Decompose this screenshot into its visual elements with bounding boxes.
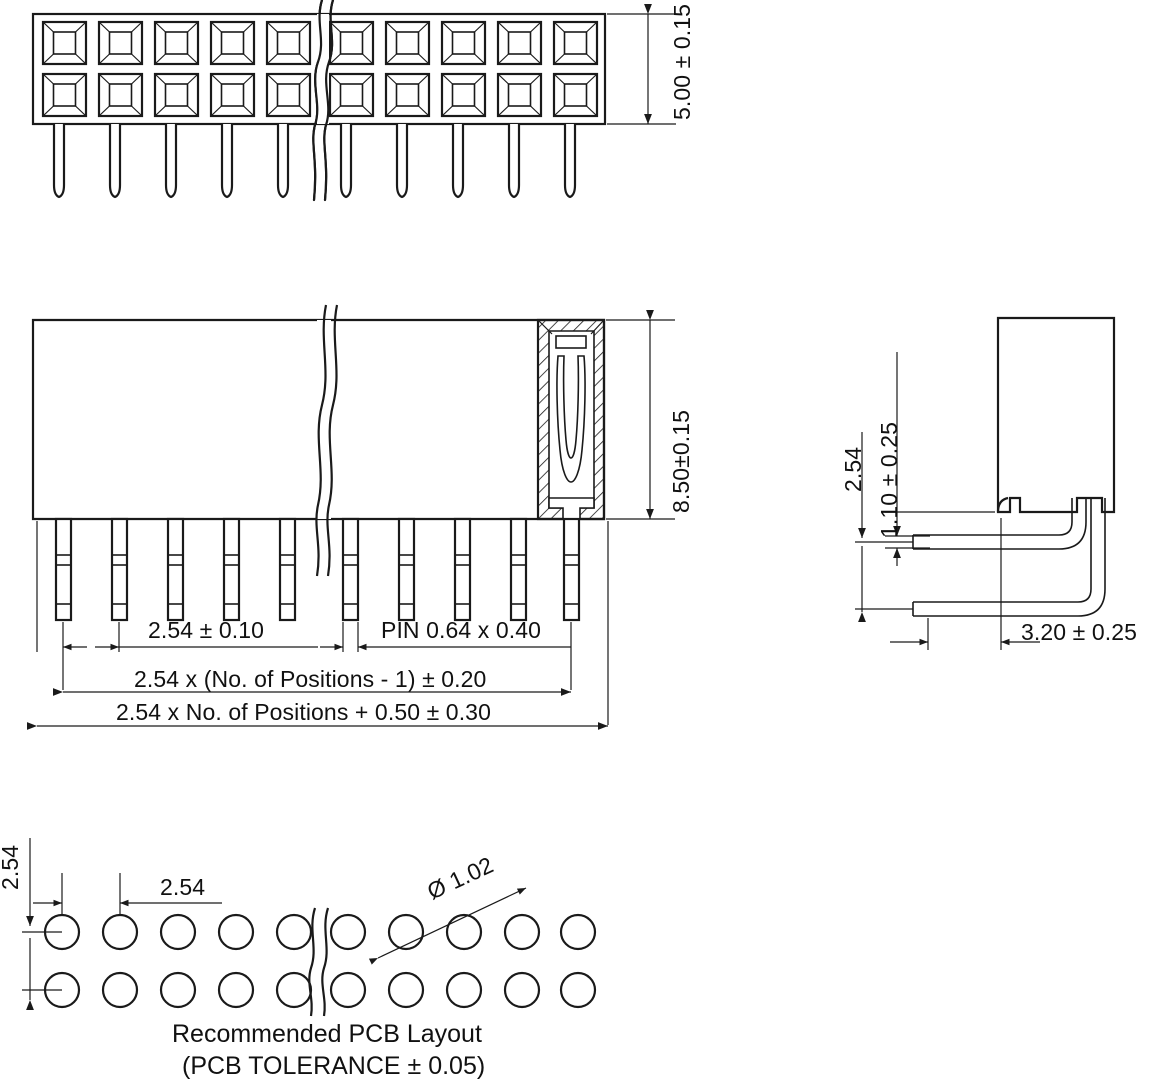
top-view-break-line bbox=[312, 0, 335, 202]
dim-pcb-row-pitch: 2.54 bbox=[0, 838, 62, 1010]
socket-cell bbox=[328, 72, 375, 118]
front-pin bbox=[54, 517, 73, 622]
socket-cell bbox=[552, 20, 599, 66]
front-pin bbox=[509, 517, 528, 622]
front-pin bbox=[110, 517, 129, 622]
front-pin bbox=[222, 517, 241, 622]
side-view-body-outline bbox=[996, 316, 1116, 514]
dim-top-height: 5.00 ± 0.15 bbox=[607, 4, 695, 125]
socket-cell bbox=[41, 72, 88, 118]
dim-overall-length-label: 2.54 x No. of Positions + 0.50 ± 0.30 bbox=[116, 699, 491, 725]
front-view-break-line bbox=[315, 304, 339, 577]
front-pin bbox=[562, 517, 581, 622]
dim-row-spacing: 2.54 bbox=[840, 432, 913, 622]
dim-span-centers-label: 2.54 x (No. of Positions - 1) ± 0.20 bbox=[134, 666, 486, 692]
socket-cell bbox=[496, 72, 543, 118]
dim-pcb-hole-pitch-label: 2.54 bbox=[160, 874, 205, 900]
socket-cell bbox=[41, 20, 88, 66]
dim-tail-length-label: 3.20 ± 0.25 bbox=[1021, 619, 1137, 645]
dim-pin-size-label: PIN 0.64 x 0.40 bbox=[381, 617, 541, 643]
top-view-pin-row bbox=[52, 124, 577, 199]
top-view: 5.00 ± 0.15 bbox=[31, 0, 695, 202]
dim-tail-offset-label: 1.10 ± 0.25 bbox=[876, 422, 902, 538]
socket-cell bbox=[440, 72, 487, 118]
front-view-pin-row bbox=[54, 517, 581, 622]
dim-pcb-hole-pitch: 2.54 bbox=[33, 873, 222, 915]
socket-cell bbox=[552, 72, 599, 118]
pcb-hole-row-top bbox=[43, 913, 597, 951]
socket-cell bbox=[384, 20, 431, 66]
front-view-section-detail bbox=[536, 318, 606, 521]
front-pin bbox=[278, 517, 297, 622]
socket-cell bbox=[153, 72, 200, 118]
side-view: 1.10 ± 0.25 2.54 3.20 ± 0.25 bbox=[840, 316, 1137, 650]
dim-top-height-label: 5.00 ± 0.15 bbox=[669, 4, 695, 120]
dim-tail-length: 3.20 ± 0.25 bbox=[890, 518, 1137, 650]
front-pin bbox=[341, 517, 360, 622]
front-pin bbox=[397, 517, 416, 622]
dim-span-centers: 2.54 x (No. of Positions - 1) ± 0.20 bbox=[53, 666, 571, 696]
side-view-pin-lower bbox=[912, 498, 1106, 617]
pcb-caption-line-1: Recommended PCB Layout bbox=[172, 1020, 482, 1048]
socket-cell bbox=[153, 20, 200, 66]
front-pin bbox=[453, 517, 472, 622]
socket-cell bbox=[209, 20, 256, 66]
dim-tail-offset: 1.10 ± 0.25 bbox=[876, 352, 995, 566]
pcb-layout-view: 2.54 2.54 Ø 1.02 Recommended PCB Layout … bbox=[0, 838, 597, 1080]
socket-cell bbox=[328, 20, 375, 66]
pcb-break-line bbox=[308, 907, 330, 1017]
front-view: 8.50±0.15 2.54 ± 0.10 PIN 0.64 x 0.40 bbox=[27, 304, 694, 730]
socket-cell bbox=[97, 20, 144, 66]
dim-row-spacing-label: 2.54 bbox=[840, 447, 866, 492]
socket-cell bbox=[384, 72, 431, 118]
socket-cell bbox=[209, 72, 256, 118]
dim-pitch-label: 2.54 ± 0.10 bbox=[148, 617, 264, 643]
dim-pcb-row-pitch-label: 2.54 bbox=[0, 845, 23, 890]
front-pin bbox=[166, 517, 185, 622]
dim-overall-length: 2.54 x No. of Positions + 0.50 ± 0.30 bbox=[27, 699, 608, 730]
pcb-hole-row-bottom bbox=[43, 971, 597, 1009]
socket-cell bbox=[440, 20, 487, 66]
dim-front-height-label: 8.50±0.15 bbox=[668, 410, 694, 513]
dim-pin-size: PIN 0.64 x 0.40 bbox=[320, 617, 571, 651]
dim-pcb-hole-diameter-label: Ø 1.02 bbox=[423, 852, 497, 905]
dim-front-height: 8.50±0.15 bbox=[606, 310, 694, 520]
socket-cell bbox=[97, 72, 144, 118]
socket-cell bbox=[265, 20, 312, 66]
socket-cell bbox=[265, 72, 312, 118]
dim-pitch: 2.54 ± 0.10 bbox=[63, 617, 318, 651]
socket-cell bbox=[496, 20, 543, 66]
top-view-socket-array bbox=[41, 20, 599, 118]
pcb-caption-line-2: (PCB TOLERANCE ± 0.05) bbox=[182, 1052, 485, 1080]
